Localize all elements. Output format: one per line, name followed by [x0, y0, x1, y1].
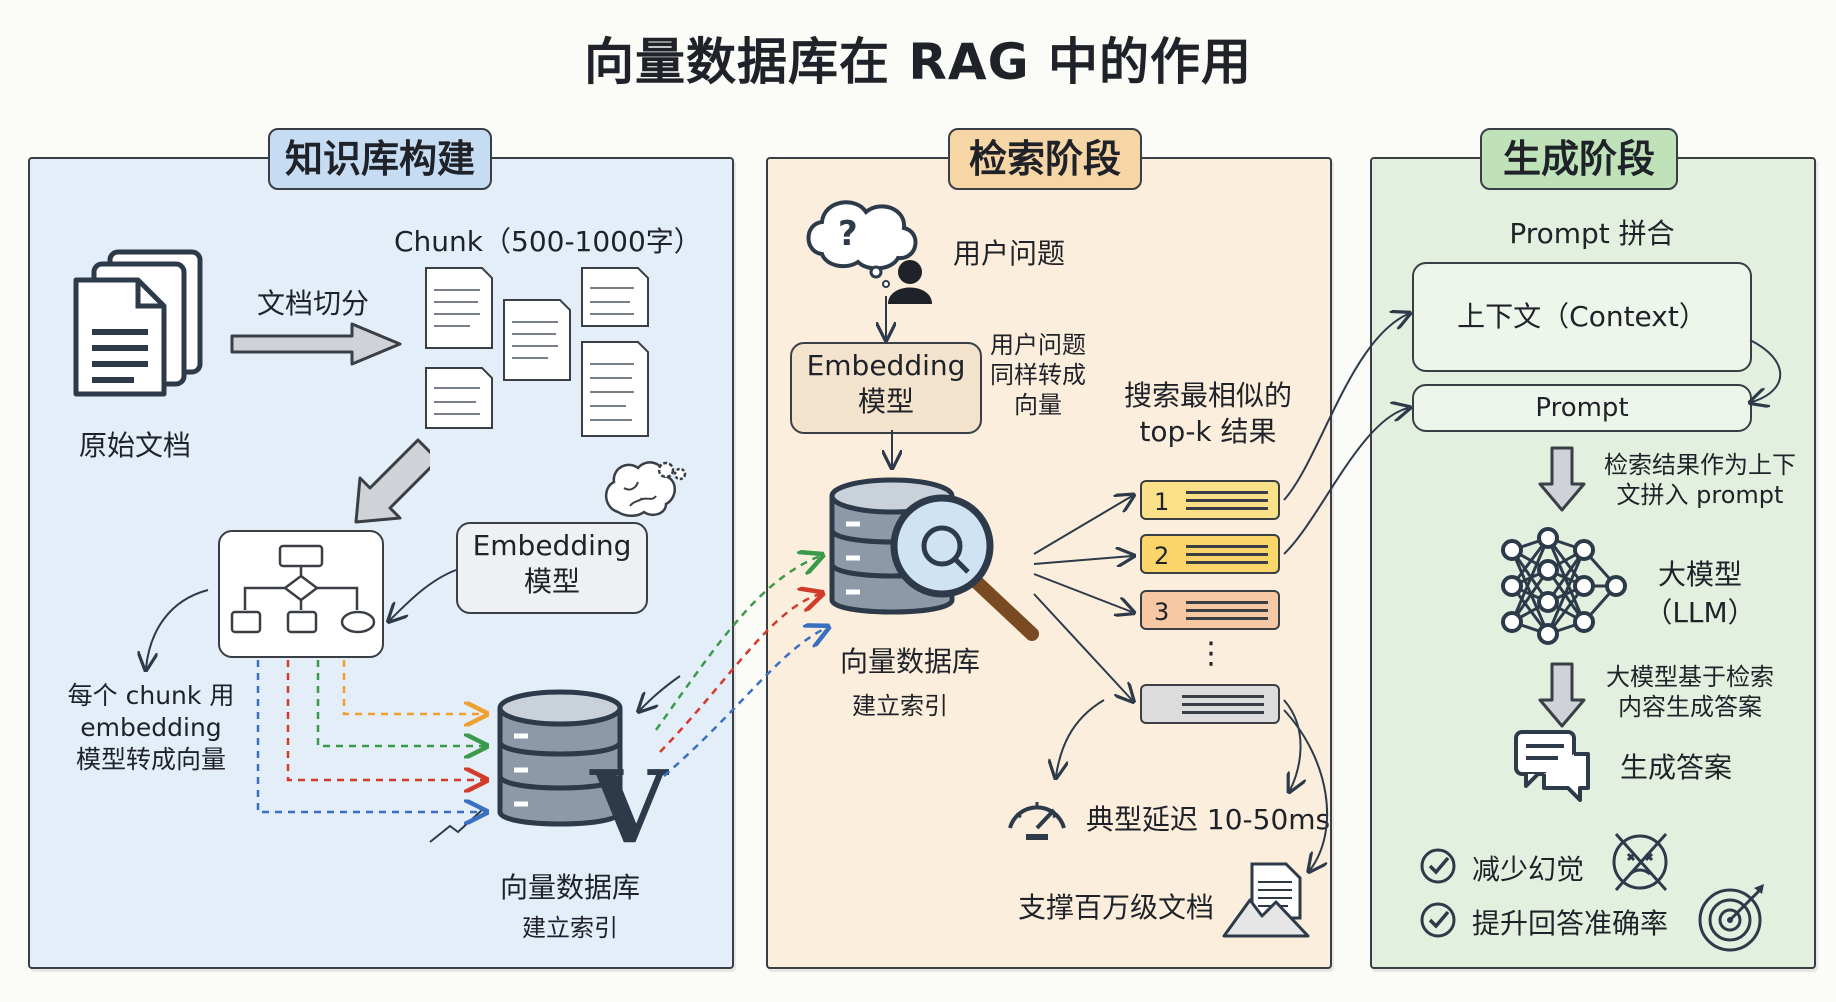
- chunk-size-label: Chunk（500-1000字）: [394, 225, 702, 258]
- target-icon: [1698, 884, 1764, 952]
- brain-gear-icon: [605, 461, 687, 517]
- kb-embedding-model-box: Embedding 模型: [456, 522, 648, 614]
- flowchart-icon: [230, 544, 376, 634]
- llm-label: 大模型 （LLM）: [1644, 558, 1756, 629]
- kb-vector-db-sublabel: 建立索引: [522, 914, 618, 942]
- rank-number: 3: [1154, 598, 1170, 626]
- flowchart-box: [218, 530, 384, 658]
- rank-number: 1: [1154, 488, 1170, 516]
- generate-answer-label: 生成答案: [1620, 751, 1733, 784]
- prompt-box: Prompt: [1412, 384, 1752, 432]
- rank-number: 2: [1154, 542, 1170, 570]
- question-vector-note: 用户问题 同样转成 向量: [990, 331, 1086, 419]
- check-circle-icon: [1420, 902, 1456, 938]
- prompt-concat-label: Prompt 拼合: [1509, 217, 1675, 250]
- speedometer-icon: [1008, 802, 1066, 840]
- page-title: 向量数据库在 RAG 中的作用: [583, 33, 1253, 91]
- kb-vector-database-icon: [497, 689, 623, 827]
- generation-panel-title: 生成阶段: [1480, 128, 1678, 190]
- retrieval-vector-database-icon: [829, 477, 1039, 641]
- top-k-search-label: 搜索最相似的 top-k 结果: [1123, 379, 1292, 448]
- result-rank-2: 2: [1140, 534, 1280, 574]
- answer-note: 大模型基于检索 内容生成答案: [1606, 663, 1774, 721]
- concat-down-arrow: [1538, 446, 1586, 512]
- raw-document-label: 原始文档: [78, 429, 191, 462]
- latency-label: 典型延迟 10-50ms: [1086, 803, 1331, 836]
- split-label: 文档切分: [256, 287, 369, 320]
- context-box: 上下文（Context）: [1412, 262, 1752, 372]
- more-results-ellipsis: ⋮: [1196, 636, 1226, 671]
- vector-letter-icon: V: [590, 748, 668, 866]
- check-circle-icon: [1420, 848, 1456, 884]
- concat-note: 检索结果作为上下 文拼入 prompt: [1604, 451, 1796, 509]
- scale-label: 支撑百万级文档: [1018, 891, 1215, 924]
- retrieval-embedding-model-box: Embedding 模型: [790, 342, 982, 434]
- document-stack-icon: [73, 249, 203, 397]
- question-mark-glyph: ?: [838, 214, 858, 254]
- split-arrow: [230, 322, 402, 366]
- chunk-down-arrow: [354, 438, 430, 524]
- benefit-improve-accuracy: 提升回答准确率: [1472, 907, 1669, 940]
- neural-network-icon: [1501, 527, 1627, 645]
- retrieval-vector-db-label: 向量数据库: [839, 645, 980, 678]
- chat-bubble-icon: [1514, 730, 1590, 802]
- user-question-icon: [806, 200, 932, 304]
- user-question-label: 用户问题: [952, 237, 1065, 270]
- retrieval-panel-title: 检索阶段: [948, 128, 1142, 190]
- kb-vector-db-label: 向量数据库: [499, 871, 640, 904]
- document-mountain-icon: [1222, 862, 1310, 938]
- result-rank-1: 1: [1140, 480, 1280, 520]
- result-rank-n: [1140, 684, 1280, 724]
- benefit-reduce-hallucination: 减少幻觉: [1472, 853, 1585, 886]
- retrieval-vector-db-sublabel: 建立索引: [852, 692, 948, 720]
- kb-panel-title: 知识库构建: [268, 128, 492, 190]
- chunk-pages-icon: [425, 267, 649, 437]
- result-rank-3: 3: [1140, 590, 1280, 630]
- no-hallucination-icon: [1612, 833, 1668, 891]
- generate-down-arrow: [1538, 662, 1586, 728]
- embedding-description: 每个 chunk 用 embedding 模型转成向量: [67, 681, 235, 774]
